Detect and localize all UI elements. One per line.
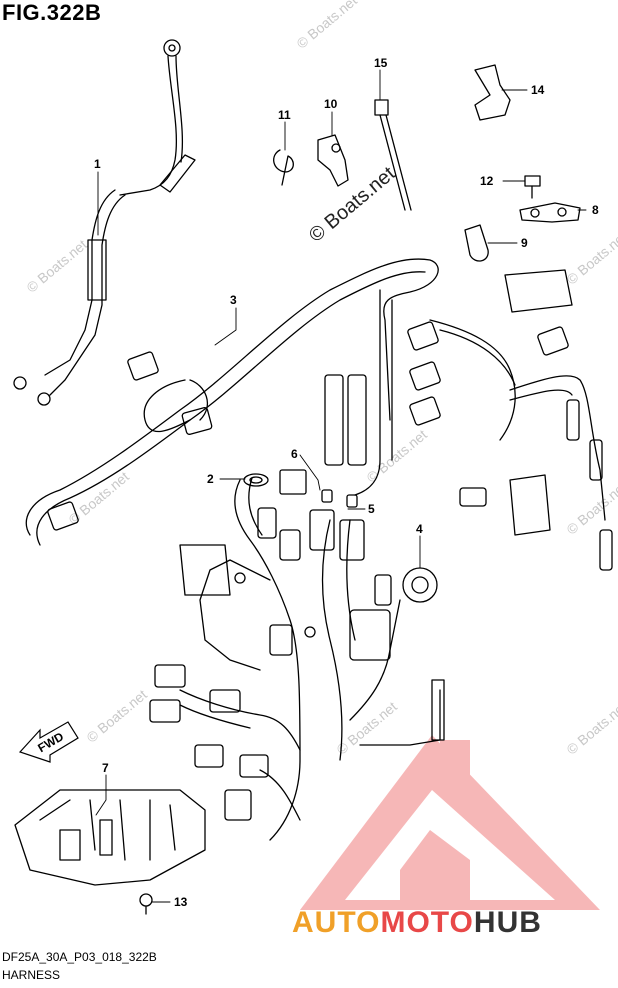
brand-logo <box>300 735 600 910</box>
callout-4: 4 <box>416 522 423 536</box>
callout-10: 10 <box>324 97 338 111</box>
brand-wordmark: AUTOMOTOHUB <box>292 906 542 940</box>
part-7-bracket <box>14 789 206 886</box>
callout-15: 15 <box>374 56 388 70</box>
callout-2: 2 <box>207 472 214 486</box>
part-4-sensor <box>374 567 438 606</box>
callout-14: 14 <box>531 83 545 97</box>
callout-11: 11 <box>278 108 291 122</box>
callout-7: 7 <box>102 761 109 775</box>
part-3-main-harness <box>25 258 606 841</box>
callout-12: 12 <box>480 174 494 188</box>
part-6-relay <box>279 469 307 495</box>
fwd-arrow-icon: FWD <box>18 721 79 763</box>
part-13-screw <box>139 893 153 915</box>
callout-3: 3 <box>230 293 237 307</box>
part-8-plate <box>519 202 581 223</box>
callout-13: 13 <box>174 895 188 909</box>
callout-9: 9 <box>521 236 528 250</box>
part-14-clamp <box>474 64 511 121</box>
part-15-tie <box>374 99 412 211</box>
callout-6: 6 <box>291 447 298 461</box>
brand-part-auto: AUTO <box>292 906 381 939</box>
drawing-code: DF25A_30A_P03_018_322B <box>2 950 157 964</box>
part-9-clamp <box>464 224 489 262</box>
callout-8: 8 <box>592 203 599 217</box>
callout-5: 5 <box>368 502 375 516</box>
figure-title: FIG.322B <box>2 0 102 25</box>
part-5-connector <box>321 489 358 508</box>
part-12-bolt <box>524 175 541 199</box>
part-1-cable <box>13 39 196 406</box>
part-2-grommet <box>243 473 269 487</box>
brand-part-moto: MOTO <box>380 906 474 939</box>
callout-1: 1 <box>94 157 101 171</box>
part-11-clip <box>273 149 294 186</box>
harness-connectors <box>47 269 613 821</box>
brand-part-hub: HUB <box>473 906 542 939</box>
drawing-name: HARNESS <box>2 968 61 982</box>
part-10-clamp <box>317 134 349 187</box>
leader-lines <box>95 69 587 903</box>
callout-labels: 1 2 3 4 5 6 7 8 9 10 11 12 13 14 15 <box>94 56 599 909</box>
